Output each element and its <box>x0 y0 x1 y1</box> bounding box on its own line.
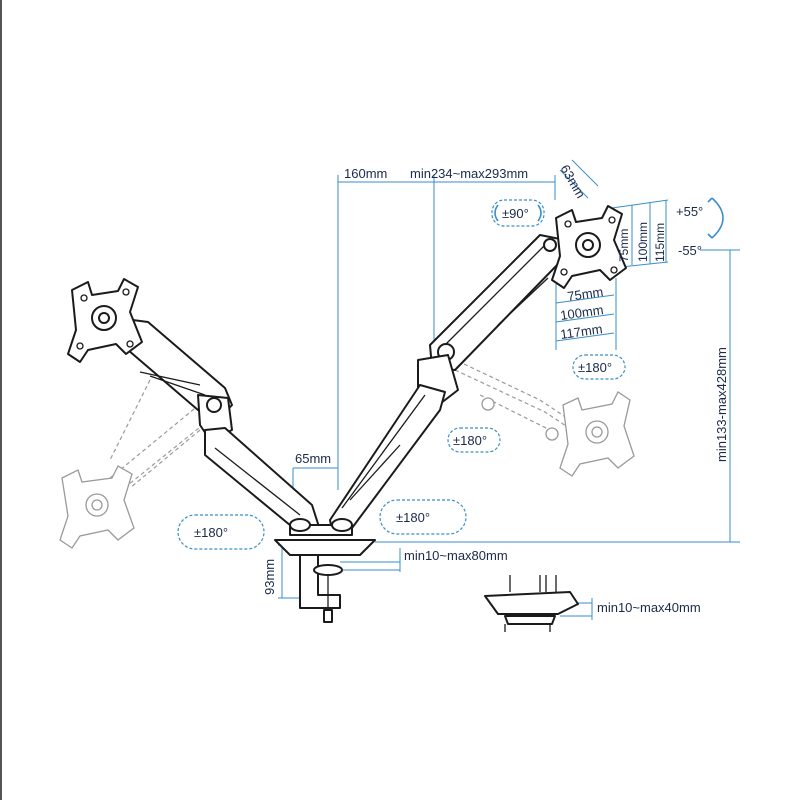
label-tilt-depth: 63mm <box>557 162 588 201</box>
swivel-indicator-base-left <box>177 514 265 550</box>
label-vesa-w-117: 117mm <box>559 321 603 342</box>
swivel-indicator-elbow <box>447 427 501 453</box>
ghost-right-monitor-plate <box>559 391 635 477</box>
label-vesa-h-75: 75mm <box>617 229 631 262</box>
label-vesa-w-100: 100mm <box>559 302 604 323</box>
label-clamp-height: 93mm <box>262 559 277 595</box>
label-tilt-up: +55° <box>676 204 703 219</box>
label-grommet-clamp: min10~max40mm <box>597 600 701 615</box>
label-pole-offset: 65mm <box>295 451 331 466</box>
label-vesa-h-100: 100mm <box>636 222 650 262</box>
label-swivel-base-right: ±180° <box>396 510 430 525</box>
dimension-lines <box>278 159 740 620</box>
left-monitor-plate <box>67 278 143 363</box>
label-screen-rotate: ±90° <box>502 206 529 221</box>
swivel-indicator-base-right <box>379 499 467 535</box>
grommet-mount <box>484 575 579 632</box>
frame-edge <box>0 0 2 800</box>
right-arm <box>329 234 566 531</box>
label-swivel-base-left: ±180° <box>194 525 228 540</box>
label-reach-range: min234~max293mm <box>410 166 528 181</box>
swivel-indicator-screen <box>572 354 626 380</box>
left-arm <box>117 317 321 536</box>
right-monitor-plate <box>551 205 627 289</box>
pole-base <box>274 518 376 556</box>
label-vesa-w-75: 75mm <box>566 284 604 304</box>
label-reach-left: 160mm <box>344 166 387 181</box>
label-tilt-down: -55° <box>678 243 702 258</box>
desk-clamp <box>299 554 343 623</box>
label-vesa-h-115: 115mm <box>653 223 667 262</box>
label-desk-clamp: min10~max80mm <box>404 548 508 563</box>
tilt-indicator <box>707 197 724 239</box>
label-swivel-screen: ±180° <box>578 360 612 375</box>
ghost-right-arm <box>444 354 576 441</box>
ghost-left-monitor-plate <box>59 465 135 549</box>
label-height-range: min133-max428mm <box>714 347 729 462</box>
label-swivel-elbow: ±180° <box>453 433 487 448</box>
rotate-indicator-90 <box>491 199 545 227</box>
